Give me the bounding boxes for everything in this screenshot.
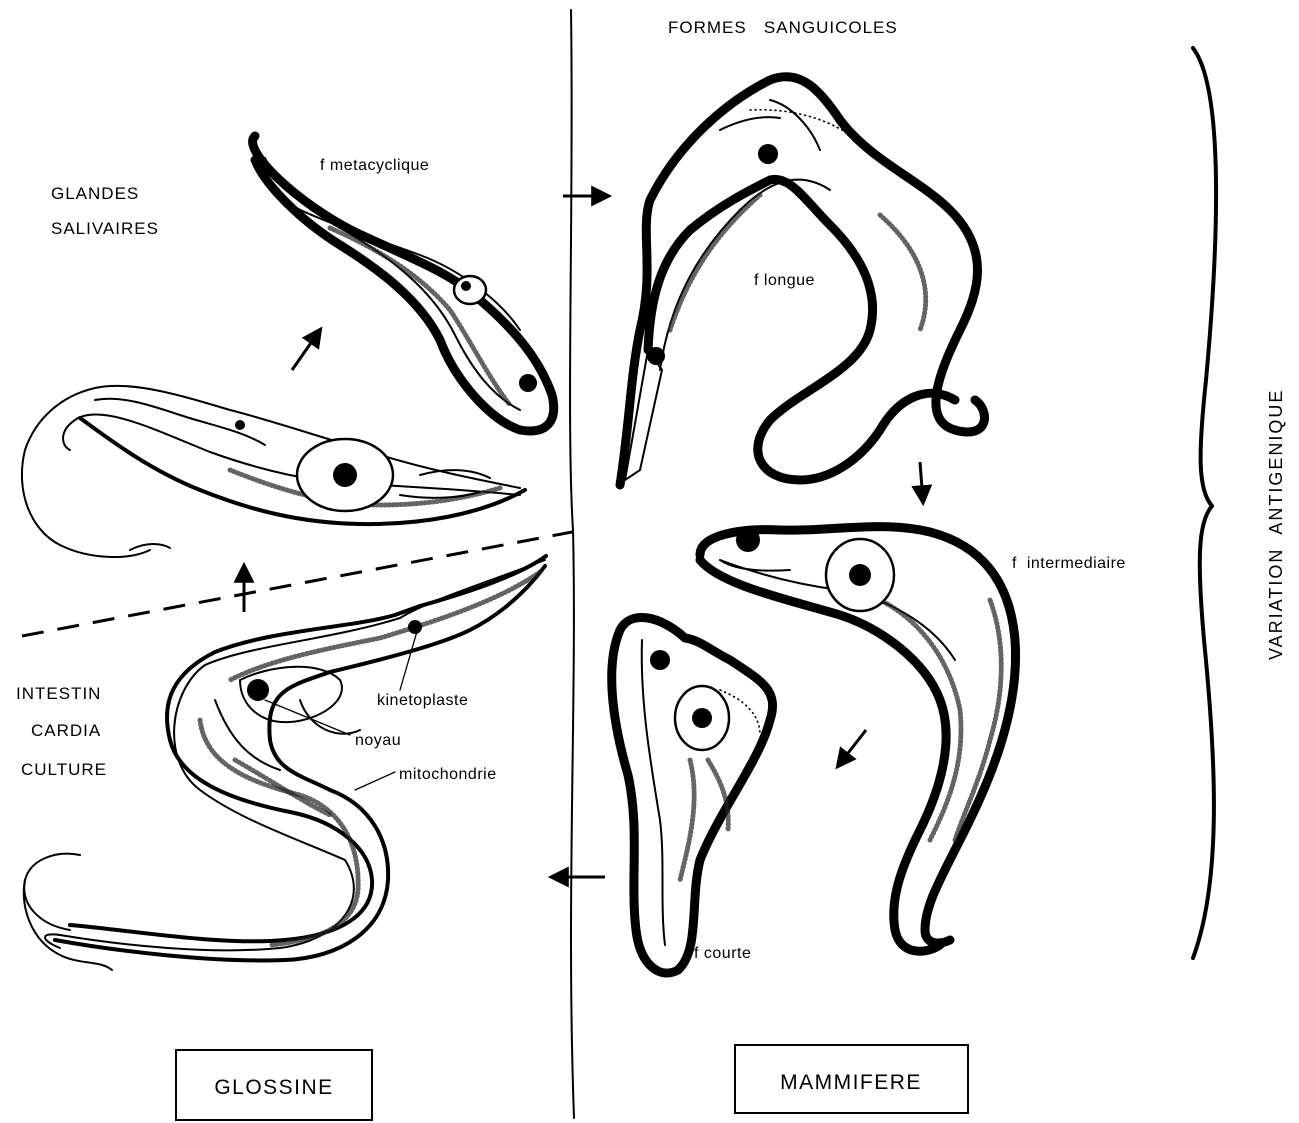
mitochondrion-label: mitochondrie <box>399 766 497 783</box>
gut-label-line3: CULTURE <box>21 760 107 779</box>
gut-label-line2: CARDIA <box>31 721 101 740</box>
mammal-host-label: MAMMIFERE <box>780 1071 922 1094</box>
long-form-label: f longue <box>754 272 815 289</box>
nucleus-label: noyau <box>355 732 401 749</box>
arrow-intermediate-to-short <box>838 730 866 766</box>
epimastigote-form-cell <box>22 386 525 557</box>
leader-nucleus <box>265 700 350 735</box>
arrow-long-to-intermediate <box>920 462 923 502</box>
salivary-label-line1: GLANDES <box>51 184 139 203</box>
leader-mitochondrion <box>355 772 395 790</box>
metacyclic-form-cell <box>253 136 554 431</box>
metacyclic-form-label: f metacyclique <box>320 157 429 174</box>
arrow-to-salivary <box>292 330 320 370</box>
variation-brace <box>1193 48 1216 958</box>
leader-kinetoplast <box>400 628 418 690</box>
intermediate-form-label: f intermediaire <box>1012 555 1126 572</box>
host-divider-line <box>570 10 574 1118</box>
kinetoplast-label: kinetoplaste <box>377 692 468 709</box>
gut-label-line1: INTESTIN <box>16 684 101 703</box>
tsetse-host-label: GLOSSINE <box>214 1076 333 1099</box>
blood-forms-heading: FORMES SANGUICOLES <box>668 18 898 37</box>
salivary-label-line2: SALIVAIRES <box>51 219 159 238</box>
short-form-label: f courte <box>694 945 751 962</box>
short-stumpy-form-cell <box>612 618 773 974</box>
antigenic-variation-label: VARIATION ANTIGENIQUE <box>1266 389 1286 660</box>
